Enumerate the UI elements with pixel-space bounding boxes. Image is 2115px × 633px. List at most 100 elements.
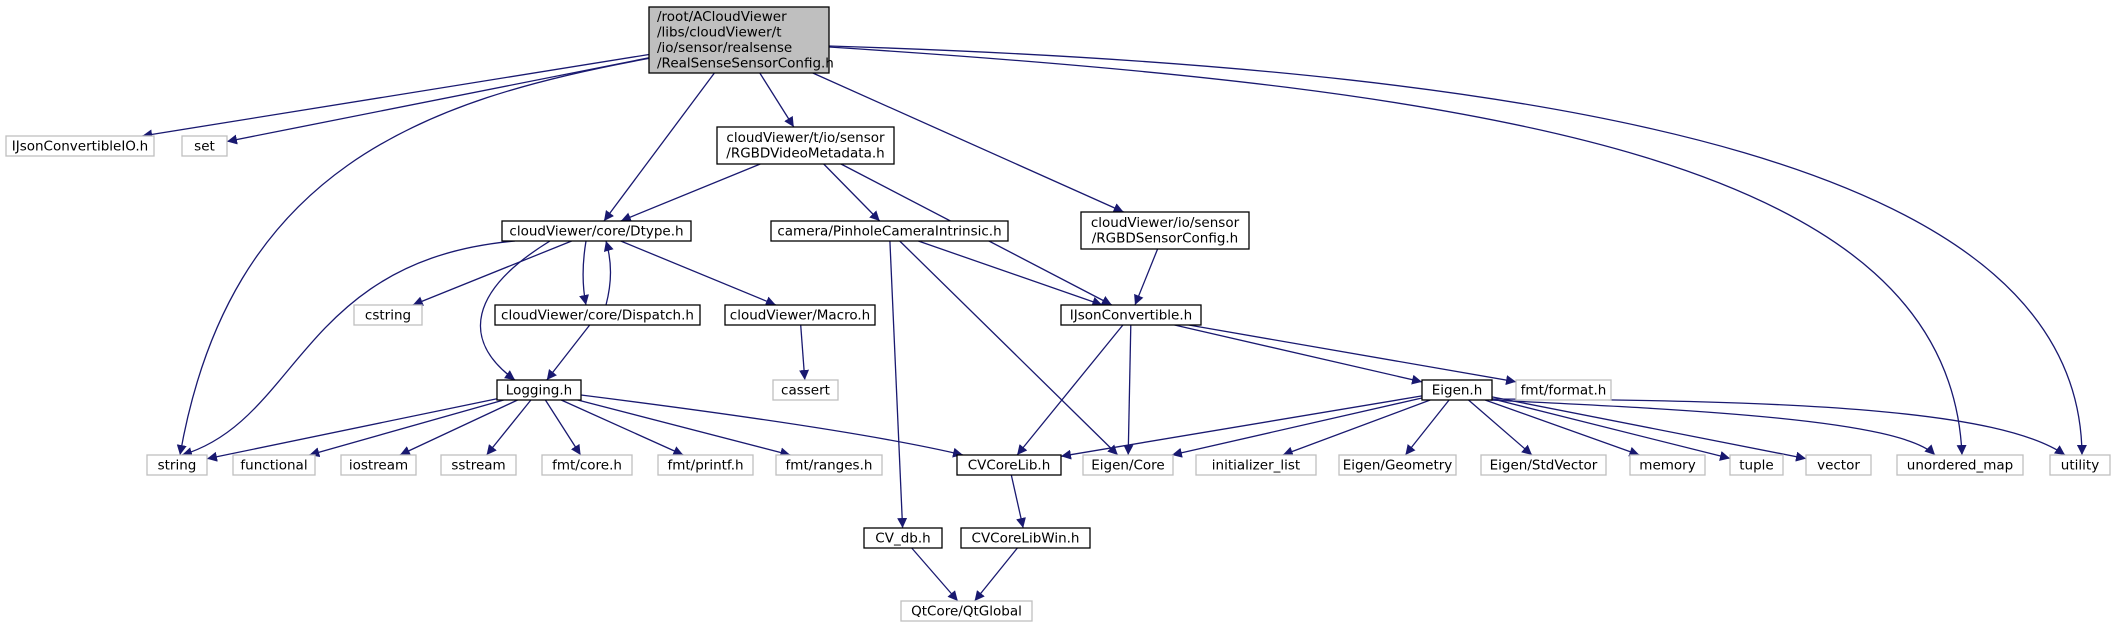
- edge-logging-to-sstream: [486, 399, 532, 456]
- node-macro[interactable]: cloudViewer/Macro.h: [724, 304, 876, 326]
- edge-line: [1282, 399, 1431, 457]
- node-label: cloudViewer/Macro.h: [730, 307, 870, 323]
- node-label: fmt/ranges.h: [786, 457, 873, 473]
- node-sstream: sstream: [440, 454, 517, 476]
- node-rgbdvideo[interactable]: cloudViewer/t/io/sensor/RGBDVideoMetadat…: [716, 126, 895, 165]
- edge-line: [911, 547, 959, 602]
- edge-dtype-to-dispatch: [579, 240, 589, 306]
- edge-logging-to-fmtprintf: [560, 399, 684, 456]
- edge-line: [1489, 399, 1936, 456]
- node-label: cloudViewer/t/io/sensor: [726, 130, 885, 146]
- edge-logging-to-fmtranges: [577, 399, 791, 458]
- node-box: [440, 454, 517, 476]
- node-logging[interactable]: Logging.h: [496, 379, 582, 401]
- edge-line: [486, 399, 532, 456]
- node-pinhole[interactable]: camera/PinholeCameraIntrinsic.h: [770, 220, 1009, 242]
- edge-line: [1060, 395, 1423, 460]
- edge-rgbdsensor-to-ijson: [1134, 248, 1159, 306]
- edge-pinhole-to-eigencore: [899, 240, 1119, 456]
- node-box: [146, 454, 208, 476]
- edge-rgbdvideo-to-dtype: [620, 163, 761, 222]
- edge-eigen-to-eigengeom: [1404, 399, 1450, 456]
- node-cvcorelib[interactable]: CVCoreLib.h: [956, 454, 1062, 476]
- edge-logging-to-string: [206, 398, 498, 462]
- node-label: utility: [2061, 457, 2099, 473]
- node-label: sstream: [451, 457, 505, 473]
- node-box: [1195, 454, 1317, 476]
- node-ijson[interactable]: IJsonConvertible.h: [1060, 304, 1202, 326]
- node-box: [181, 135, 228, 157]
- node-box: [863, 527, 943, 549]
- edge-line: [799, 324, 810, 381]
- edge-dtype-to-logging: [479, 240, 551, 381]
- node-label: functional: [240, 457, 307, 473]
- node-dispatch[interactable]: cloudViewer/core/Dispatch.h: [494, 304, 701, 326]
- node-label: cloudViewer/core/Dispatch.h: [501, 307, 694, 323]
- edge-line: [1484, 399, 1640, 457]
- edge-pinhole-to-cvdb: [889, 240, 908, 529]
- node-eigen[interactable]: Eigen.h: [1421, 379, 1493, 401]
- edge-line: [823, 163, 881, 222]
- node-box: [770, 220, 1009, 242]
- node-label: /io/sensor/realsense: [657, 40, 792, 56]
- edge-line: [577, 399, 791, 458]
- node-box: [724, 304, 876, 326]
- node-box: [496, 379, 582, 401]
- node-box: [340, 454, 417, 476]
- node-label: Eigen/StdVector: [1490, 457, 1598, 473]
- node-tuple: tuple: [1729, 454, 1784, 476]
- node-memory: memory: [1629, 454, 1706, 476]
- node-box: [1060, 304, 1202, 326]
- node-vector: vector: [1805, 454, 1872, 476]
- edge-line: [176, 57, 652, 456]
- edge-root-to-rgbdsensor: [812, 72, 1124, 213]
- node-eigencore: Eigen/Core: [1082, 454, 1174, 476]
- node-box: [772, 379, 839, 401]
- node-box: [1338, 454, 1457, 476]
- node-label: initializer_list: [1212, 457, 1300, 473]
- node-label: /libs/cloudViewer/t: [657, 25, 782, 41]
- node-label: fmt/format.h: [1521, 382, 1607, 398]
- node-rgbdsensor[interactable]: cloudViewer/io/sensor/RGBDSensorConfig.h: [1080, 211, 1250, 250]
- node-box: [1729, 454, 1784, 476]
- edge-eigen-to-eigencore: [1171, 397, 1423, 458]
- node-cstring: cstring: [353, 304, 423, 326]
- node-cvcorelibwin[interactable]: CVCoreLibWin.h: [960, 527, 1091, 549]
- edge-root-to-set: [226, 57, 650, 145]
- node-box: [956, 454, 1062, 476]
- edge-cvdb-to-qtglobal: [911, 547, 959, 602]
- node-ijsonio: IJsonConvertibleIO.h: [5, 135, 155, 157]
- node-label: Eigen/Core: [1091, 457, 1165, 473]
- edge-macro-to-cassert: [799, 324, 810, 381]
- node-box: [657, 454, 754, 476]
- node-cassert: cassert: [772, 379, 839, 401]
- node-box: [1515, 379, 1612, 401]
- node-box: [501, 220, 692, 242]
- node-root[interactable]: /root/ACloudViewer/libs/cloudViewer/t/io…: [648, 6, 834, 74]
- node-dtype[interactable]: cloudViewer/core/Dtype.h: [501, 220, 692, 242]
- edge-line: [899, 240, 1119, 456]
- node-label: IJsonConvertible.h: [1070, 307, 1192, 323]
- node-box: [2049, 454, 2111, 476]
- node-label: tuple: [1739, 457, 1773, 473]
- node-utility: utility: [2049, 454, 2111, 476]
- node-box: [775, 454, 883, 476]
- node-label: unordered_map: [1907, 457, 2013, 473]
- edge-line: [142, 53, 650, 140]
- edge-line: [1188, 324, 1517, 386]
- edge-line: [546, 324, 591, 381]
- node-box: [353, 304, 423, 326]
- node-cvdb[interactable]: CV_db.h: [863, 527, 943, 549]
- edge-line: [560, 399, 684, 456]
- edge-line: [918, 240, 1103, 307]
- node-eigenstdvec: Eigen/StdVector: [1480, 454, 1607, 476]
- edge-line: [1016, 324, 1124, 456]
- edge-dispatch-to-dtype: [603, 240, 614, 306]
- edge-line: [399, 399, 518, 456]
- node-box: [1480, 454, 1607, 476]
- node-label: set: [194, 138, 215, 154]
- edge-eigen-to-tuple: [1491, 398, 1731, 461]
- node-label: cloudViewer/core/Dtype.h: [509, 223, 683, 239]
- edge-line: [1134, 248, 1159, 306]
